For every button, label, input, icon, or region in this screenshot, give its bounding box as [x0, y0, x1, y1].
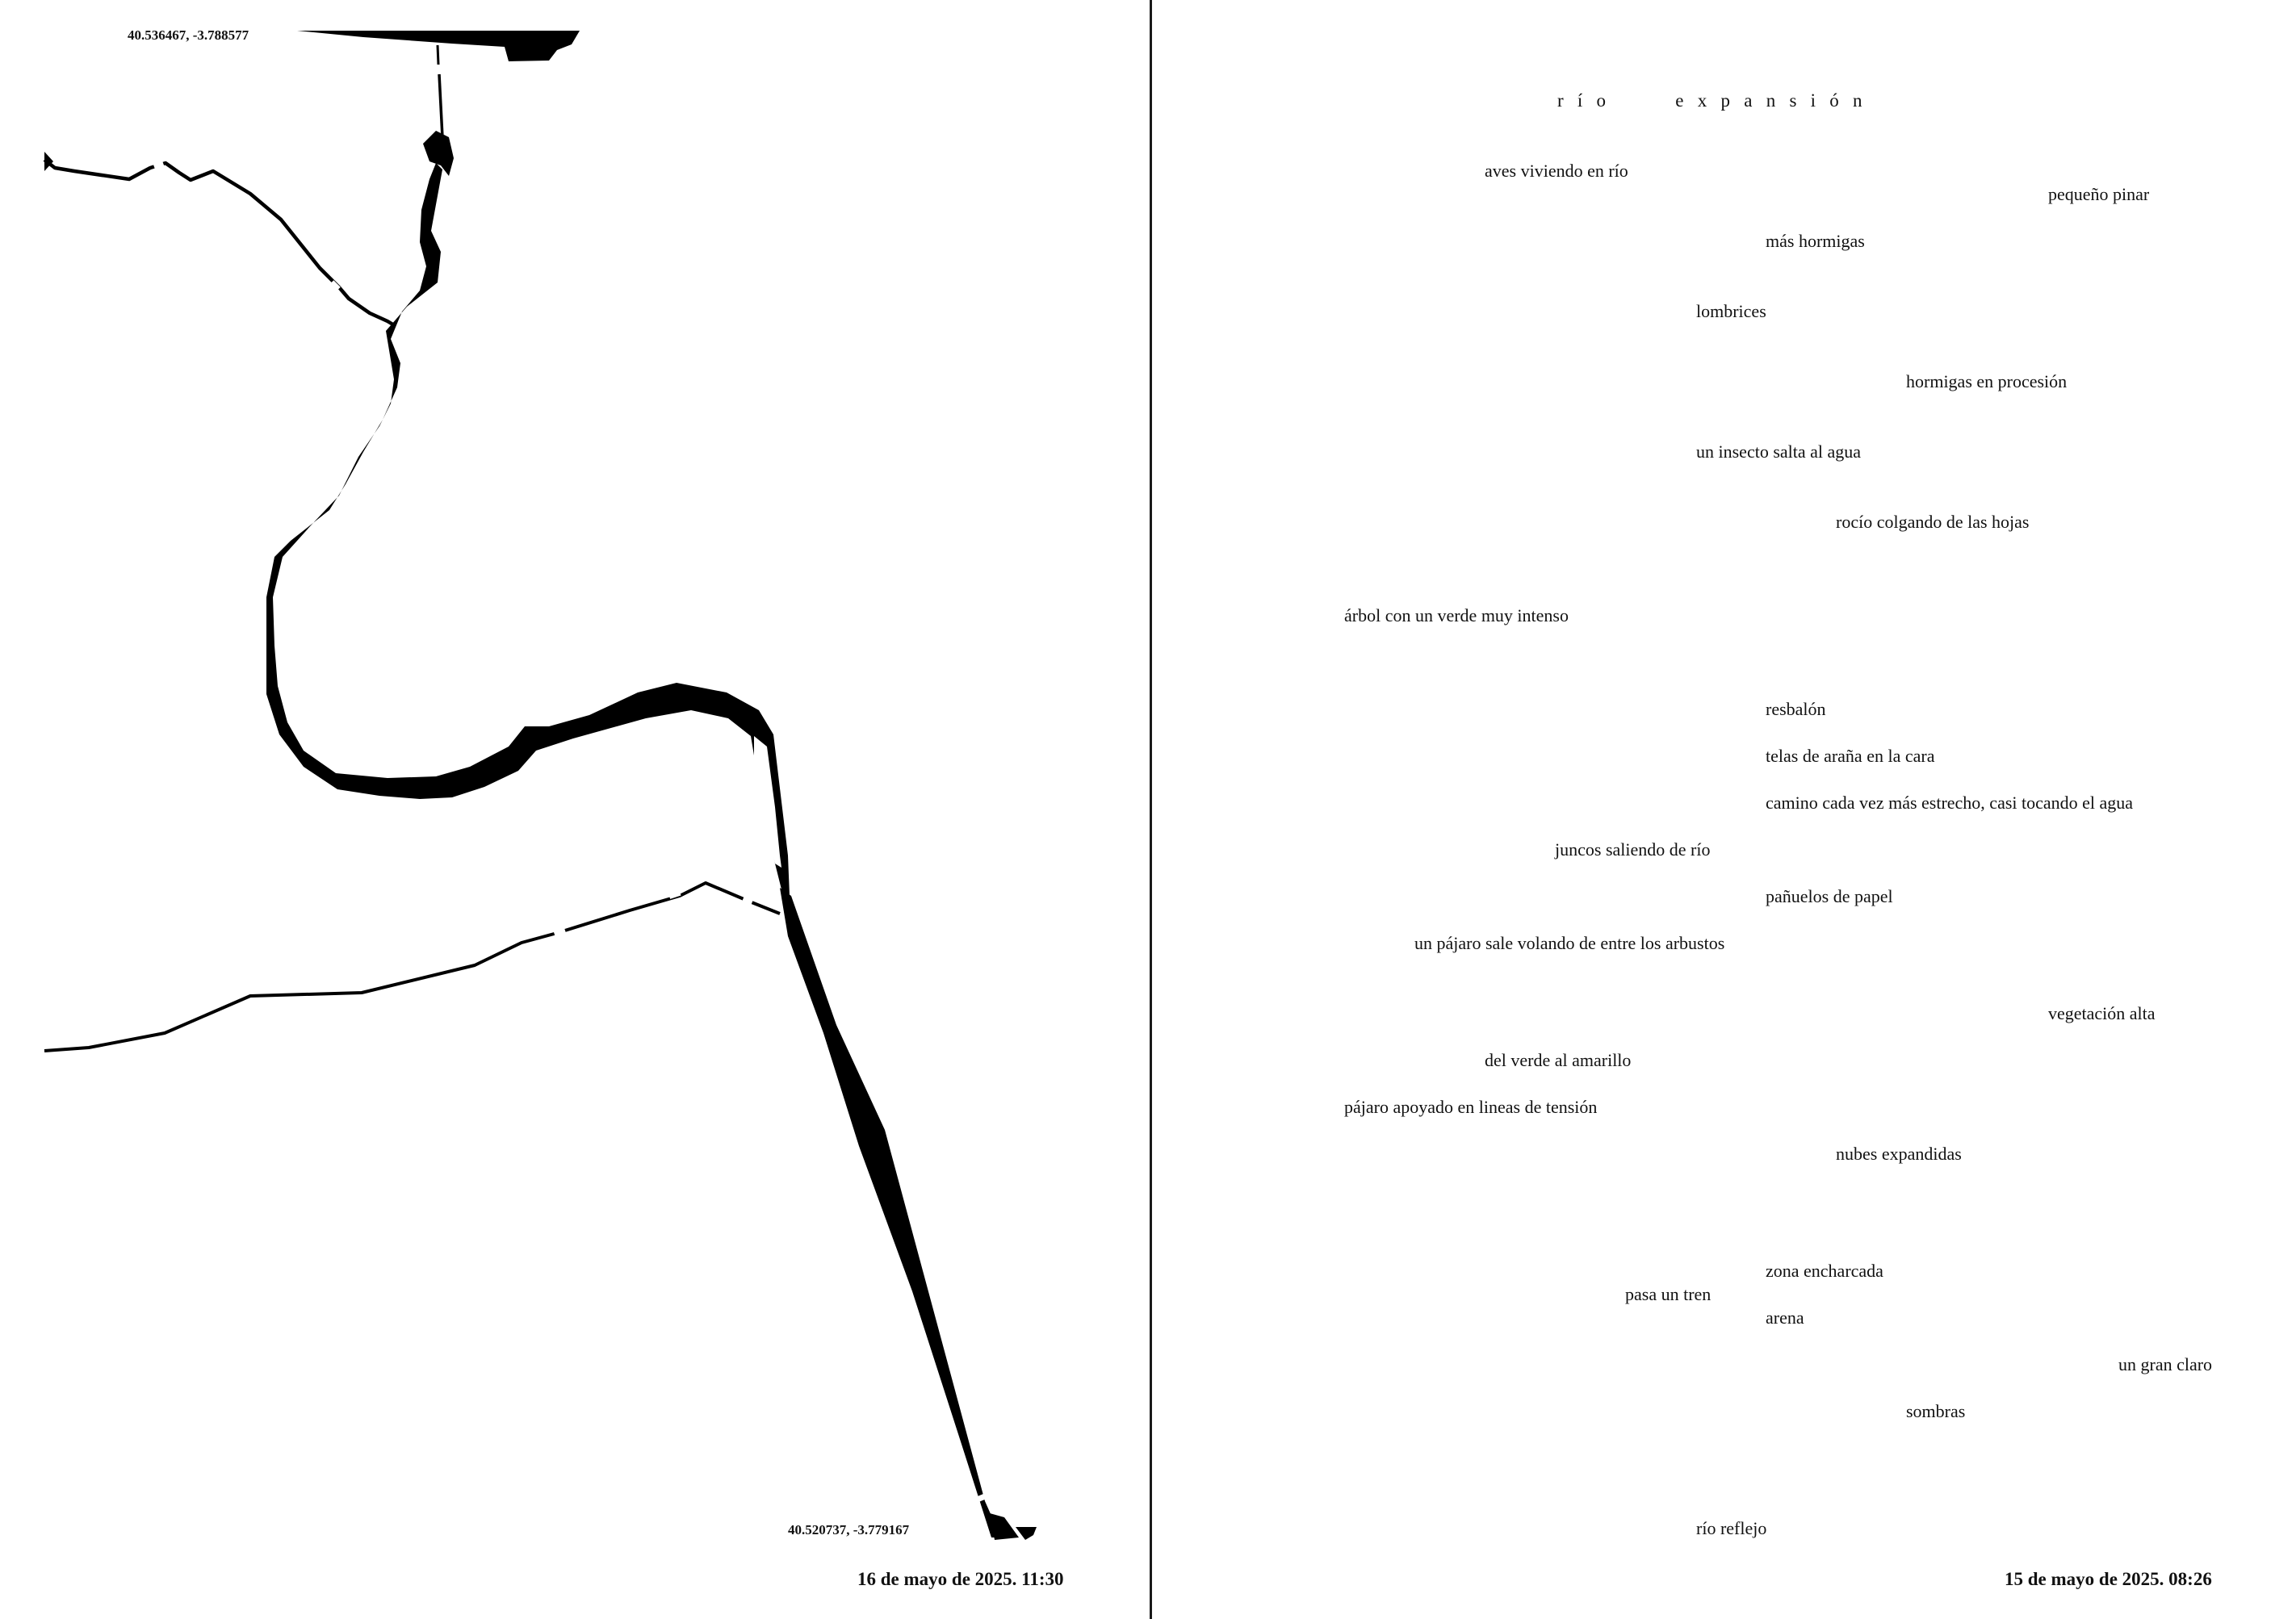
coordinate-end: 40.520737, -3.779167	[788, 1522, 910, 1537]
poem-line: vegetación alta	[2048, 1003, 2156, 1023]
poem-line: un insecto salta al agua	[1696, 441, 1862, 462]
poem-line: pañuelos de papel	[1766, 886, 1893, 906]
poem-line: del verde al amarillo	[1485, 1050, 1632, 1070]
poem-line: rocío colgando de las hojas	[1836, 512, 2030, 532]
right-page: río expansión aves viviendo en río peque…	[1152, 0, 2296, 1619]
river-island	[754, 736, 781, 868]
poem-line: aves viviendo en río	[1485, 161, 1628, 181]
poem-line: juncos saliendo de río	[1555, 839, 1711, 860]
poem-line: pasa un tren	[1625, 1284, 1712, 1304]
river-channel-upper-b	[438, 73, 444, 138]
poem-line: nubes expandidas	[1836, 1144, 1962, 1164]
river-segment-1	[266, 163, 790, 896]
poem-line: telas de araña en la cara	[1766, 746, 1935, 766]
poem-line: sombras	[1906, 1401, 1966, 1421]
poem-line: lombrices	[1696, 301, 1766, 321]
coordinate-start: 40.536467, -3.788577	[128, 27, 249, 43]
poem-line: resbalón	[1766, 699, 1826, 719]
path-gap-5	[741, 894, 754, 907]
path-gap-3	[552, 925, 567, 938]
left-page: 40.536467, -3.788577 40.520737, -3.77916…	[43, 27, 1064, 1589]
poem-line: árbol con un verde muy intenso	[1344, 605, 1569, 625]
path-gap-2	[328, 280, 341, 293]
river-pond	[423, 131, 454, 176]
path-tributary-upper-start	[44, 152, 53, 171]
river-bank-top	[297, 31, 580, 61]
left-page-date: 16 de mayo de 2025. 11:30	[857, 1569, 1064, 1589]
poem-line: un pájaro sale volando de entre los arbu…	[1414, 933, 1725, 953]
path-gap-1	[152, 158, 165, 169]
river-end-marker	[1016, 1527, 1037, 1540]
river-segment-2	[780, 888, 1001, 1537]
poem-line: un gran claro	[2118, 1354, 2213, 1374]
page-divider	[1150, 0, 1152, 1619]
poem-line: hormigas en procesión	[1906, 371, 2068, 391]
poem-line: pájaro apoyado en lineas de tensión	[1344, 1097, 1598, 1117]
path-tributary-lower	[44, 881, 781, 1052]
path-tributary-upper	[43, 158, 397, 328]
poem-line: río reflejo	[1696, 1518, 1767, 1538]
poem-line: arena	[1766, 1307, 1804, 1328]
poem-line: pequeño pinar	[2048, 184, 2150, 204]
poem-line: más hormigas	[1766, 231, 1865, 251]
path-gap-4	[667, 886, 681, 899]
poem-line: zona encharcada	[1766, 1261, 1883, 1281]
right-page-date: 15 de mayo de 2025. 08:26	[2005, 1569, 2212, 1589]
river-route-map-icon	[43, 31, 1037, 1540]
poem-title: río expansión	[1557, 90, 1876, 111]
river-segment-2b	[990, 1513, 1019, 1540]
river-gap	[974, 1490, 996, 1503]
poem-line: camino cada vez más estrecho, casi tocan…	[1766, 793, 2134, 813]
